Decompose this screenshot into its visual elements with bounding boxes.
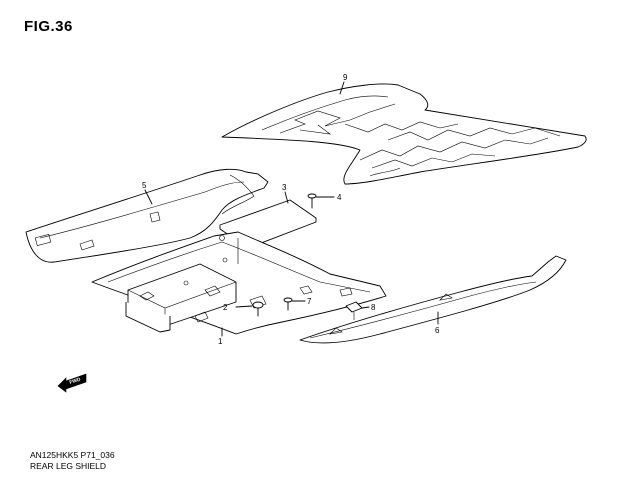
- part-6-side-trim[interactable]: [299, 255, 567, 344]
- figure-title: FIG.36: [24, 18, 73, 35]
- part-9-floor-mat[interactable]: [221, 83, 587, 185]
- forward-arrow-label: FWD: [69, 377, 82, 386]
- part-8-clip[interactable]: [345, 301, 363, 320]
- callout-3: 3: [282, 183, 287, 192]
- forward-arrow-icon: FWD: [57, 373, 87, 393]
- diagram-name: REAR LEG SHIELD: [30, 461, 107, 471]
- part-2-bolt[interactable]: [252, 301, 264, 317]
- callout-9: 9: [343, 73, 348, 82]
- diagram-code: AN125HKK5 P71_036: [30, 450, 115, 460]
- callout-8: 8: [371, 303, 376, 312]
- callout-2: 2: [223, 303, 228, 312]
- callout-5: 5: [142, 181, 147, 190]
- part-4-screw[interactable]: [307, 193, 317, 209]
- part-5-side-cover[interactable]: [25, 168, 269, 263]
- callout-4: 4: [337, 193, 342, 202]
- part-7-screw[interactable]: [283, 297, 293, 311]
- callout-6: 6: [435, 326, 440, 335]
- callout-7: 7: [307, 297, 312, 306]
- part-1-rear-leg-shield[interactable]: [91, 231, 387, 335]
- callout-1: 1: [218, 337, 223, 346]
